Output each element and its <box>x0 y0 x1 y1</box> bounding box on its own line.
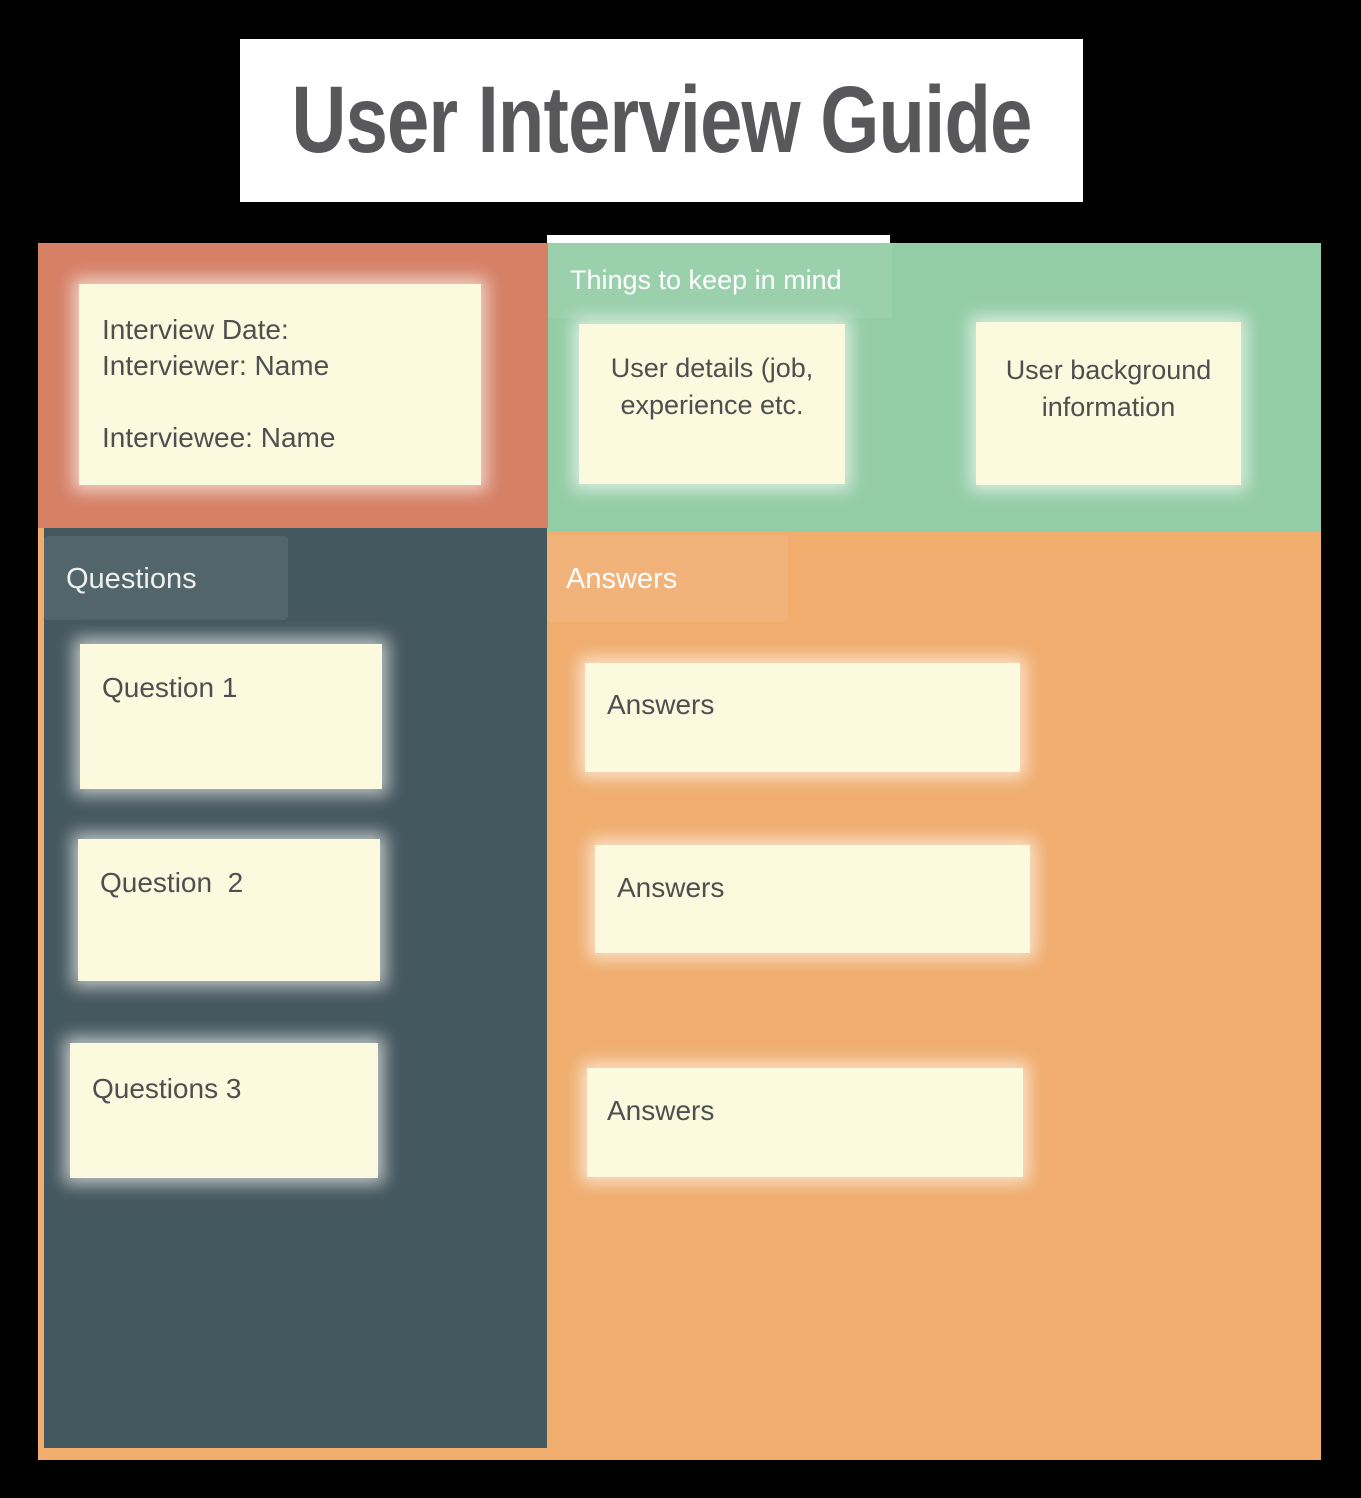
sticky-note-answer-3[interactable]: Answers <box>587 1068 1023 1177</box>
sticky-note-answer-2[interactable]: Answers <box>595 845 1030 953</box>
note-line: Questions 3 <box>92 1073 242 1104</box>
note-line: User background <box>1005 355 1212 385</box>
note-line <box>102 384 463 420</box>
note-line: Answers <box>607 689 715 720</box>
note-line: Interviewee: Name <box>102 422 336 453</box>
questions-title-highlight <box>44 536 288 620</box>
sticky-note-answer-1[interactable]: Answers <box>585 663 1020 772</box>
sticky-note-user-background[interactable]: User background information <box>976 322 1241 485</box>
answers-header[interactable]: Answers <box>566 563 678 595</box>
note-line: Interviewer: Name <box>102 350 330 381</box>
sticky-note-question-1[interactable]: Question 1 <box>80 644 382 789</box>
note-line: Question 1 <box>102 672 238 703</box>
note-line: Interview Date: <box>102 314 289 345</box>
title-card[interactable]: User Interview Guide <box>240 39 1083 202</box>
page-title: User Interview Guide <box>291 67 1032 173</box>
note-line: User details (job, <box>610 353 814 383</box>
note-line: Question 2 <box>100 867 244 898</box>
sticky-note-question-2[interactable]: Question 2 <box>78 839 380 981</box>
sticky-note-question-3[interactable]: Questions 3 <box>70 1043 378 1178</box>
note-line: experience etc. <box>620 390 804 420</box>
note-line: Answers <box>617 872 725 903</box>
answers-title-highlight <box>547 535 788 622</box>
sticky-note-user-details[interactable]: User details (job, experience etc. <box>579 324 845 484</box>
keep-in-mind-title-highlight <box>548 243 892 318</box>
sticky-note-interview-meta[interactable]: Interview Date: Interviewer: Name Interv… <box>79 284 481 485</box>
questions-header[interactable]: Questions <box>66 563 197 595</box>
keep-in-mind-header[interactable]: Things to keep in mind <box>570 265 842 295</box>
note-line: information <box>1041 392 1176 422</box>
note-line: Answers <box>607 1095 715 1126</box>
